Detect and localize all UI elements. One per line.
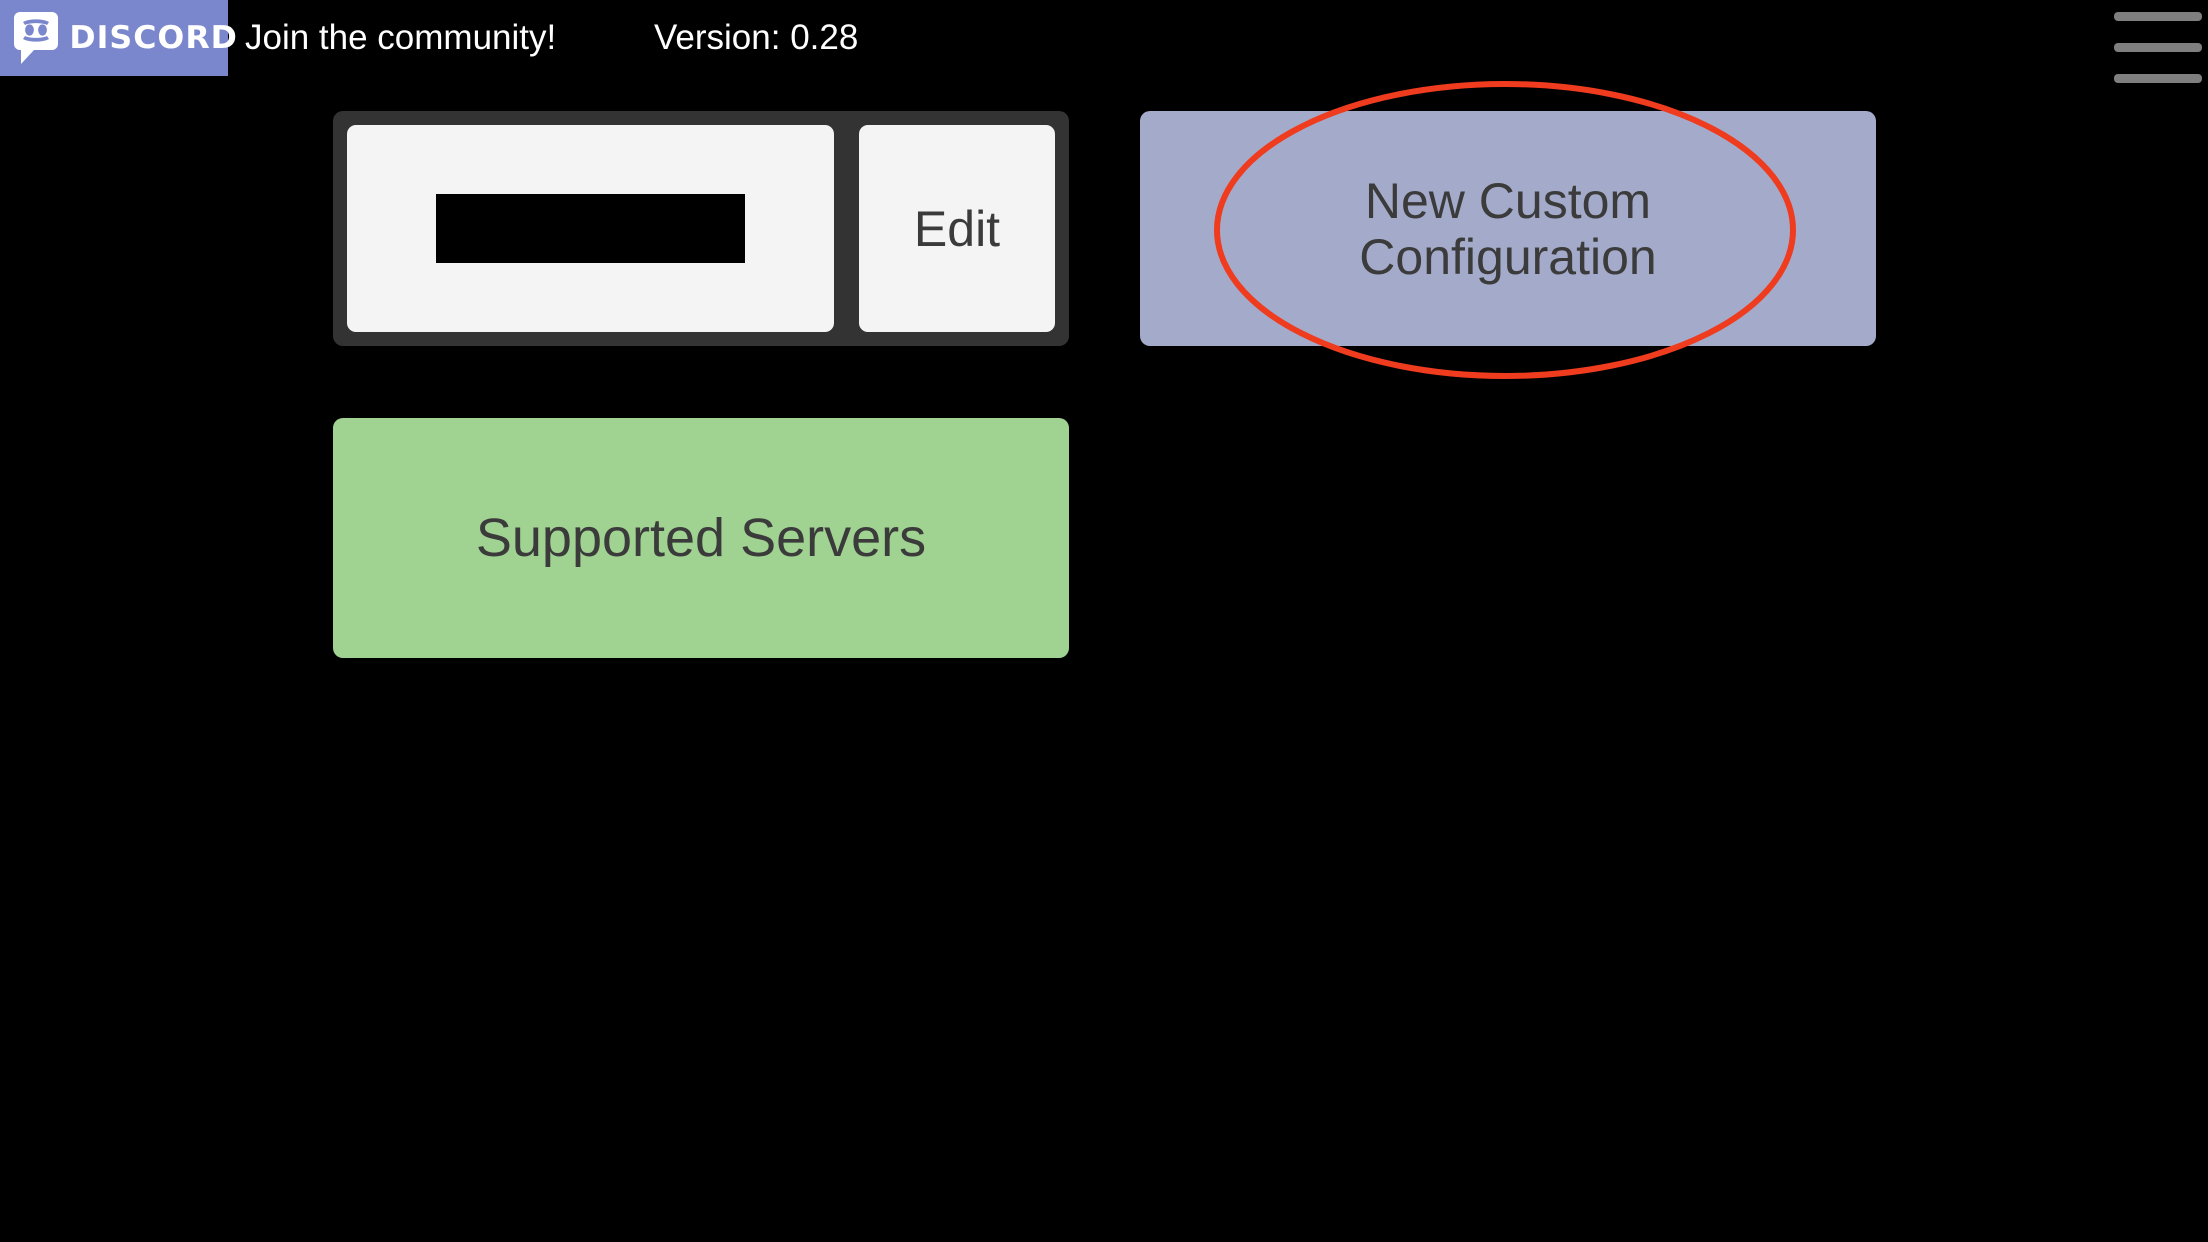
new-config-label-line1: New Custom bbox=[1364, 172, 1652, 229]
hamburger-bar-top bbox=[2114, 12, 2202, 21]
join-community-label[interactable]: Join the community! bbox=[245, 18, 557, 57]
discord-wordmark: DISCORD bbox=[69, 19, 238, 56]
discord-logo-icon bbox=[14, 12, 58, 64]
configuration-name-card: Edit bbox=[333, 111, 1069, 346]
hamburger-menu-icon[interactable] bbox=[2108, 6, 2204, 84]
redacted-name-bar bbox=[436, 194, 745, 263]
new-config-label-line2: Configuration bbox=[1359, 228, 1657, 285]
version-label: Version: 0.28 bbox=[654, 18, 859, 57]
edit-button[interactable]: Edit bbox=[859, 125, 1055, 332]
supported-servers-button[interactable]: Supported Servers bbox=[333, 418, 1069, 658]
configuration-name-input[interactable] bbox=[347, 125, 834, 332]
hamburger-bar-bottom bbox=[2114, 74, 2202, 83]
new-custom-configuration-button[interactable]: New Custom Configuration bbox=[1140, 111, 1876, 346]
top-bar: DISCORD Join the community! Version: 0.2… bbox=[0, 0, 2208, 83]
discord-brand-banner[interactable]: DISCORD bbox=[0, 0, 237, 76]
hamburger-bar-middle bbox=[2114, 43, 2202, 52]
